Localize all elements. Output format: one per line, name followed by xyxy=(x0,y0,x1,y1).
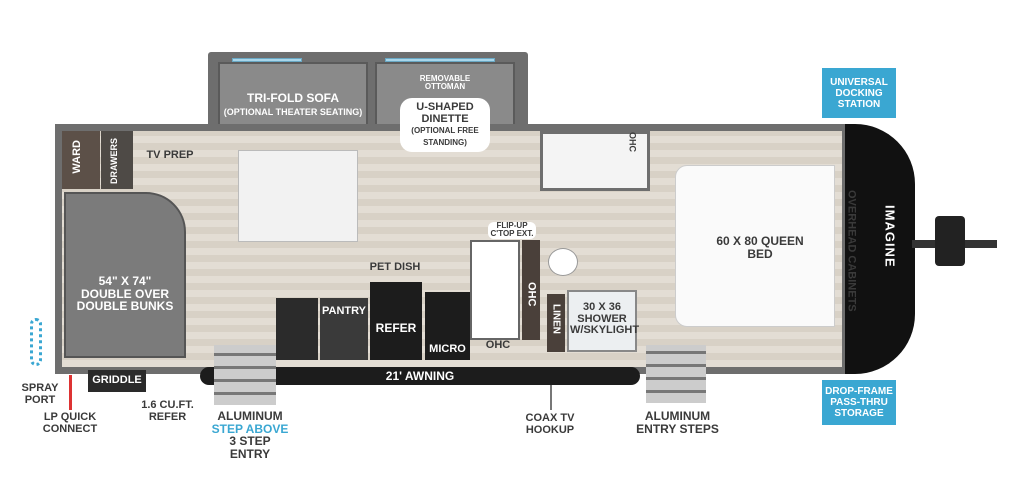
dinette-label: U-SHAPED DINETTE(OPTIONAL FREE STANDING) xyxy=(400,98,490,153)
tv-prep-label: TV PREP xyxy=(146,149,194,161)
coax-line xyxy=(550,385,552,410)
entry-steps xyxy=(214,345,276,405)
linen-label: LINEN xyxy=(550,304,562,334)
griddle-box xyxy=(88,370,146,392)
sofa-label: TRI-FOLD SOFA(OPTIONAL THEATER SEATING) xyxy=(223,91,363,117)
spray-port-label: SPRAY PORT xyxy=(21,382,59,406)
outdoor-refer-label: 1.6 CU.FT. REFER xyxy=(141,399,194,423)
drawers-label: DRAWERS xyxy=(109,138,119,185)
pantry xyxy=(320,298,368,360)
shelves xyxy=(276,298,318,360)
jack xyxy=(935,216,965,266)
ohc-cabinet xyxy=(522,240,540,340)
ohc-vertical-label: OHC xyxy=(525,282,538,307)
shower-label: 30 x 36 SHOWER w/SKYLIGHT xyxy=(570,301,640,337)
window xyxy=(232,58,302,62)
docking-station-badge: UNIVERSAL DOCKING STATION xyxy=(822,68,896,118)
front-cap xyxy=(845,124,915,374)
linen-cabinet xyxy=(547,294,565,352)
ottoman-label: REMOVABLE OTTOMAN xyxy=(419,74,471,92)
refrigerator xyxy=(370,282,422,360)
pantry-label: PANTRY xyxy=(322,305,366,317)
awning xyxy=(200,367,640,385)
ohc-label: OHC xyxy=(485,339,511,351)
bathroom-wall xyxy=(540,131,650,191)
pet-dish-label: PET DISH xyxy=(369,261,421,273)
lp-line xyxy=(69,375,72,410)
ohc-bath-label: OHC xyxy=(627,132,638,152)
overhead-cabinets-label: OVERHEAD CABINETS xyxy=(845,190,858,312)
storage-badge: DROP-FRAME PASS-THRU STORAGE xyxy=(822,380,896,425)
drawers-cabinet xyxy=(101,131,133,189)
toilet xyxy=(548,248,578,276)
lp-quick-connect-label: LP QUICK CONNECT xyxy=(42,411,98,435)
kitchen-counter xyxy=(470,240,520,340)
spray-hose-icon xyxy=(30,318,42,366)
ward-cabinet xyxy=(62,131,100,189)
bunk-beds xyxy=(64,192,186,358)
bunks-label: 54" x 74"DOUBLE OVER DOUBLE BUNKS xyxy=(76,274,174,314)
ward-label: WARD xyxy=(71,140,83,174)
window xyxy=(385,58,495,62)
entry-steps-label: ALUMINUM ENTRY STEPS xyxy=(636,409,719,436)
bed-label: 60 x 80 QUEEN BED xyxy=(716,234,804,261)
sofa-extended xyxy=(238,150,358,242)
shower xyxy=(567,290,637,352)
bed xyxy=(675,165,835,327)
entry-steps-front xyxy=(646,345,706,403)
stove-microwave xyxy=(425,292,470,360)
flip-up-label: FLIP-UP C'TOP EXT. xyxy=(488,221,536,239)
coax-label: COAX TV HOOKUP xyxy=(525,412,575,436)
awning-label: 21' AWNING xyxy=(385,369,455,383)
brand-logo: IMAGINE xyxy=(882,205,898,268)
griddle-label: GRIDDLE xyxy=(92,374,142,386)
micro-label: MICRO xyxy=(429,343,466,355)
refer-label: REFER xyxy=(375,321,417,335)
